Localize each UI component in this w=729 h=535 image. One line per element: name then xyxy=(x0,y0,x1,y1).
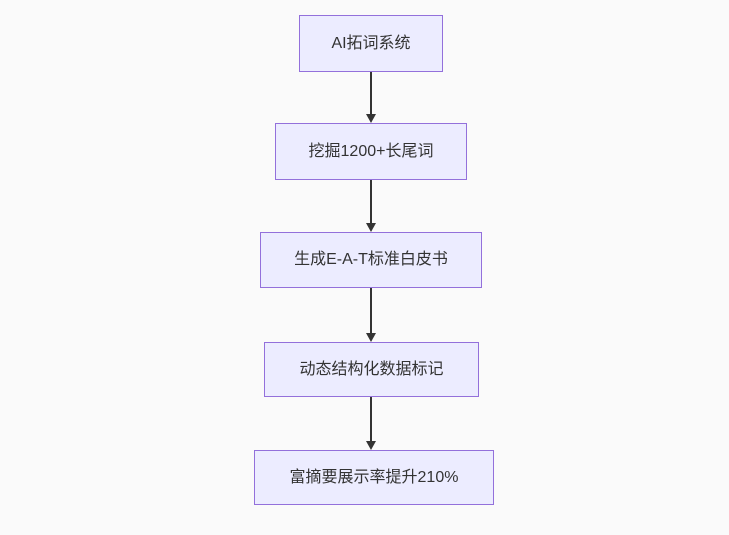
flowchart-node-eat-whitepaper: 生成E-A-T标准白皮书 xyxy=(260,232,482,288)
edge-line xyxy=(370,397,372,443)
flowchart-node-longtail-keywords: 挖掘1200+长尾词 xyxy=(275,123,467,180)
flowchart-edge-1-2 xyxy=(365,180,377,232)
arrowhead-down-icon xyxy=(366,114,376,123)
node-label: 挖掘1200+长尾词 xyxy=(308,142,434,160)
flowchart-edge-3-4 xyxy=(365,397,377,450)
flowchart-edge-2-3 xyxy=(365,288,377,342)
arrowhead-down-icon xyxy=(366,441,376,450)
flowchart-node-structured-data: 动态结构化数据标记 xyxy=(264,342,479,397)
flowchart-node-rich-snippet-result: 富摘要展示率提升210% xyxy=(254,450,494,505)
edge-line xyxy=(370,72,372,116)
node-label: 动态结构化数据标记 xyxy=(299,360,444,378)
edge-line xyxy=(370,180,372,225)
node-label: 富摘要展示率提升210% xyxy=(289,468,459,486)
arrowhead-down-icon xyxy=(366,333,376,342)
flowchart-edge-0-1 xyxy=(365,72,377,123)
edge-line xyxy=(370,288,372,335)
flowchart-node-ai-system: AI拓词系统 xyxy=(299,15,443,72)
node-label: 生成E-A-T标准白皮书 xyxy=(294,251,448,269)
arrowhead-down-icon xyxy=(366,223,376,232)
node-label: AI拓词系统 xyxy=(331,34,411,52)
